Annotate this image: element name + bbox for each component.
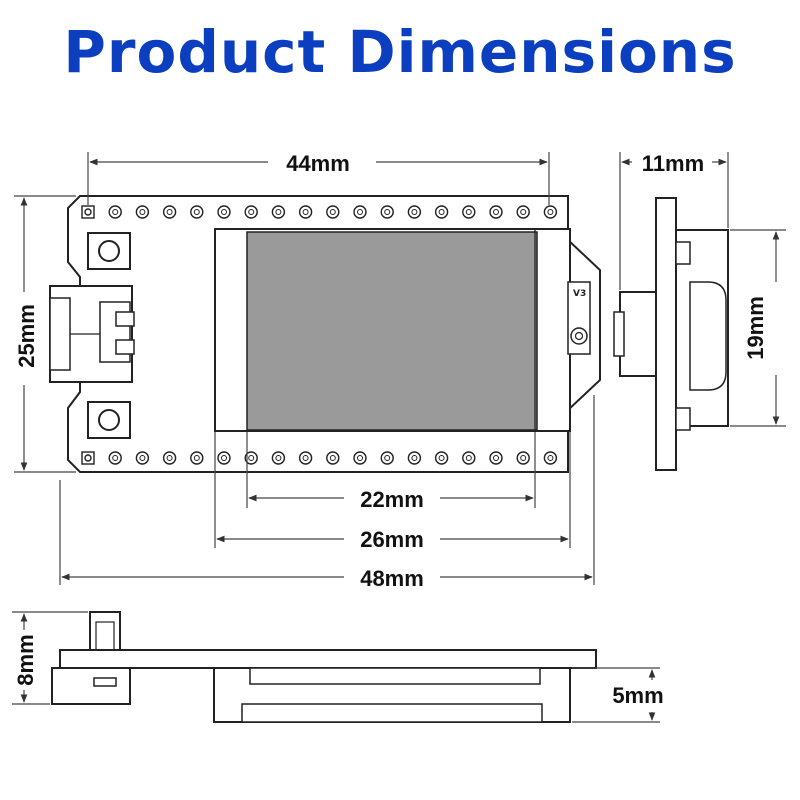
version-mark: V3 [573, 289, 586, 299]
pin-hole-inner [248, 209, 255, 215]
board-top-view: V3 [49, 195, 601, 473]
page-title: Product Dimensions [63, 18, 737, 86]
button-top [87, 232, 131, 270]
dim-height-total-label: 8mm [13, 634, 38, 685]
dim-depth-side-label: 11mm [642, 151, 704, 176]
pin-header-bottom [81, 451, 558, 465]
dim-width: 25mm [14, 195, 76, 473]
pin-hole-inner [302, 455, 309, 461]
pin-hole-inner [411, 455, 418, 461]
pin-hole-inner [166, 209, 173, 215]
pin-hole-inner [248, 455, 255, 461]
usb-port-top [49, 285, 135, 383]
pin-hole-inner [493, 209, 499, 215]
pin-hole-inner [221, 455, 227, 461]
usb-port-side [619, 291, 657, 377]
dim-screen-visible: 22mm [246, 432, 536, 512]
pin-hole-inner [493, 455, 499, 461]
oled-screen [214, 228, 571, 432]
pin-hole-inner [112, 209, 119, 215]
pin-hole-inner [438, 455, 445, 461]
pin-hole-inner [166, 455, 173, 461]
dim-length-label: 44mm [286, 151, 350, 176]
pin-hole-inner [465, 209, 472, 215]
pin-hole-inner [139, 455, 146, 461]
board-profile-view [51, 611, 597, 723]
pin-hole-inner [411, 209, 418, 215]
dim-screen-thickness: 5mm [572, 667, 664, 723]
pin-hole-inner [302, 209, 309, 215]
dim-screen-thickness-label: 5mm [612, 683, 663, 708]
pin-hole-inner [438, 209, 445, 215]
dim-screen-module-label: 26mm [360, 527, 424, 552]
pin-hole-inner [357, 209, 363, 215]
dim-depth-side: 11mm [619, 151, 729, 290]
pin-hole [84, 454, 92, 462]
dim-height-total: 8mm [12, 611, 88, 705]
pin-hole-inner [193, 209, 200, 215]
dim-overall-length: 48mm [59, 395, 595, 591]
pin-hole-inner [275, 209, 282, 215]
pin-hole-inner [547, 455, 554, 461]
dim-length: 44mm [87, 151, 550, 205]
dim-screen-module: 26mm [214, 432, 571, 552]
pin-hole-inner [139, 209, 146, 215]
pin-hole-inner [112, 455, 119, 461]
dim-side-height: 19mm [730, 229, 786, 427]
pin-hole-inner [547, 209, 554, 215]
dim-side-height-label: 19mm [743, 296, 768, 360]
button-bottom [87, 401, 131, 439]
pin-hole-inner [465, 455, 472, 461]
pin-hole-inner [384, 209, 391, 215]
pin-hole-inner [193, 455, 200, 461]
antenna-module: V3 [567, 281, 591, 355]
pin-header-top [81, 205, 558, 219]
dim-width-label: 25mm [14, 304, 39, 368]
pin-hole-inner [275, 455, 282, 461]
pin-hole-inner [329, 209, 336, 215]
dim-overall-length-label: 48mm [360, 566, 424, 591]
pin-hole-inner [384, 455, 391, 461]
dim-screen-visible-label: 22mm [360, 487, 424, 512]
pin-hole [84, 208, 92, 216]
pin-hole-inner [221, 209, 227, 215]
pin-hole-inner [520, 209, 527, 215]
pin-hole-inner [520, 455, 527, 461]
pin-hole-inner [357, 455, 363, 461]
pin-hole-inner [329, 455, 336, 461]
board-side-view [613, 197, 729, 471]
